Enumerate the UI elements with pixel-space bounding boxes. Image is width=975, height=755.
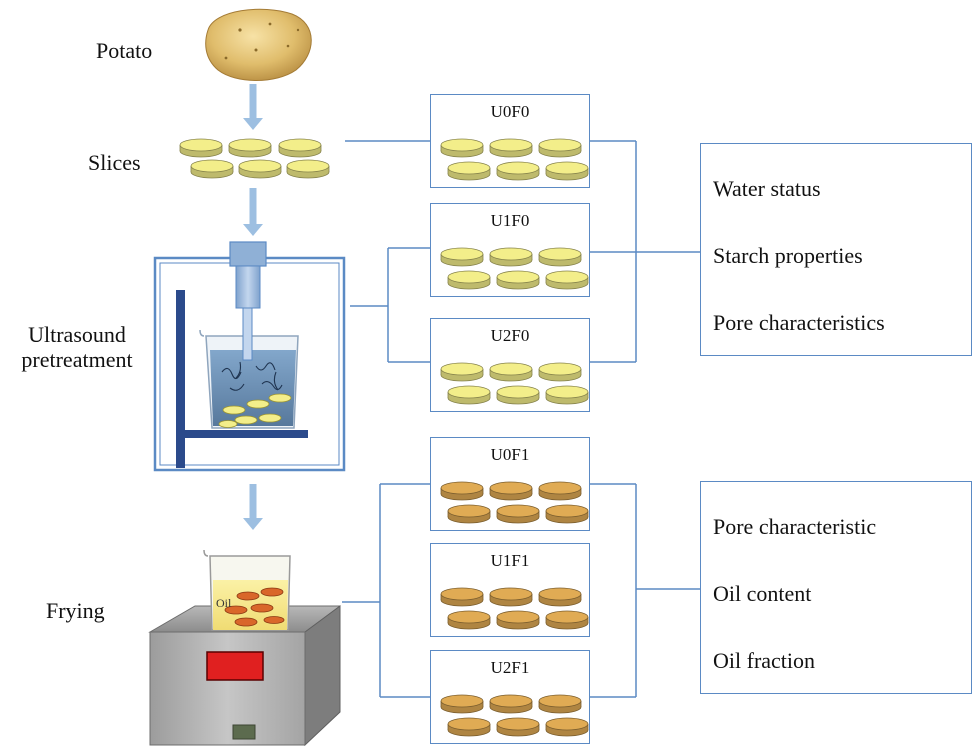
slice-icon [447,385,491,405]
sample-code: U2F1 [490,658,530,677]
oil-label: Oil [216,596,232,610]
slice-icon [489,694,533,714]
sample-slices [440,362,589,405]
slice-icon [496,385,540,405]
stage-label-ultrasound-line1: Ultrasound [28,322,126,347]
result-box-fried: Pore characteristic Oil content Oil frac… [700,481,972,694]
raw-slices-illustration [179,138,330,179]
result-item-pore-characteristic: Pore characteristic [713,514,877,539]
sample-box-u0f0: U0F0 [430,94,590,188]
slice-icon [447,504,491,524]
slice-icon [538,138,582,158]
sample-code: U0F0 [490,102,530,121]
stage-label-potato: Potato [96,38,153,63]
slice-icon [496,161,540,181]
down-arrow-icon [243,484,263,530]
slice-icon [190,159,234,179]
slice-icon [489,362,533,382]
slice-icon [545,270,589,290]
slice-icon [489,138,533,158]
sample-box-u2f0: U2F0 [430,318,590,412]
sample-code: U2F0 [490,326,530,345]
sample-slices [440,587,589,630]
result-item-starch-properties: Starch properties [713,243,863,268]
slice-icon [496,610,540,630]
slice-icon [447,610,491,630]
slice-icon [440,481,484,501]
slice-icon [179,138,223,158]
sample-code: U1F1 [490,551,530,570]
sample-slices [440,481,589,524]
slice-icon [440,362,484,382]
slice-icon [440,587,484,607]
slice-icon [278,138,322,158]
sample-slices [440,138,589,181]
fryer-illustration [148,549,341,747]
stand-base-icon [176,430,308,438]
slice-icon [545,504,589,524]
slice-icon [496,504,540,524]
result-box-unfried: Water status Starch properties Pore char… [700,143,972,356]
slice-icon [489,247,533,267]
result-item-oil-content: Oil content [713,581,812,606]
slice-icon [538,587,582,607]
slice-icon [538,362,582,382]
sample-box-u2f1: U2F1 [430,650,590,744]
slice-icon [489,481,533,501]
sample-box-u1f1: U1F1 [430,543,590,637]
stand-pole-icon [176,290,185,468]
slice-icon [496,270,540,290]
slice-icon [538,247,582,267]
slice-icon [545,161,589,181]
result-item-pore-characteristics: Pore characteristics [713,310,885,335]
stage-label-slices: Slices [88,150,141,175]
stage-label-ultrasound: Ultrasound pretreatment [2,322,152,373]
slice-icon [545,610,589,630]
slice-icon [496,717,540,737]
sample-slices [440,247,589,290]
slice-icon [238,159,282,179]
sample-slices [440,694,589,737]
slice-icon [538,694,582,714]
slice-icon [228,138,272,158]
sample-box-u0f1: U0F1 [430,437,590,531]
potato-illustration [205,8,312,81]
down-arrow-icon [243,84,263,130]
slice-icon [447,717,491,737]
down-arrow-icon [243,188,263,236]
result-item-oil-fraction: Oil fraction [713,648,816,673]
slice-icon [447,161,491,181]
stage-label-ultrasound-line2: pretreatment [21,347,133,373]
connector-lines [342,140,700,698]
slice-icon [440,247,484,267]
sample-code: U1F0 [490,211,530,230]
slice-icon [545,385,589,405]
stage-label-frying: Frying [46,598,105,623]
ultrasound-apparatus [153,241,346,472]
slice-icon [545,717,589,737]
slice-icon [538,481,582,501]
slice-icon [489,587,533,607]
sample-box-u1f0: U1F0 [430,203,590,297]
slice-icon [286,159,330,179]
sample-code: U0F1 [490,445,530,464]
slice-icon [440,694,484,714]
slice-icon [447,270,491,290]
slice-icon [440,138,484,158]
result-item-water-status: Water status [713,176,821,201]
